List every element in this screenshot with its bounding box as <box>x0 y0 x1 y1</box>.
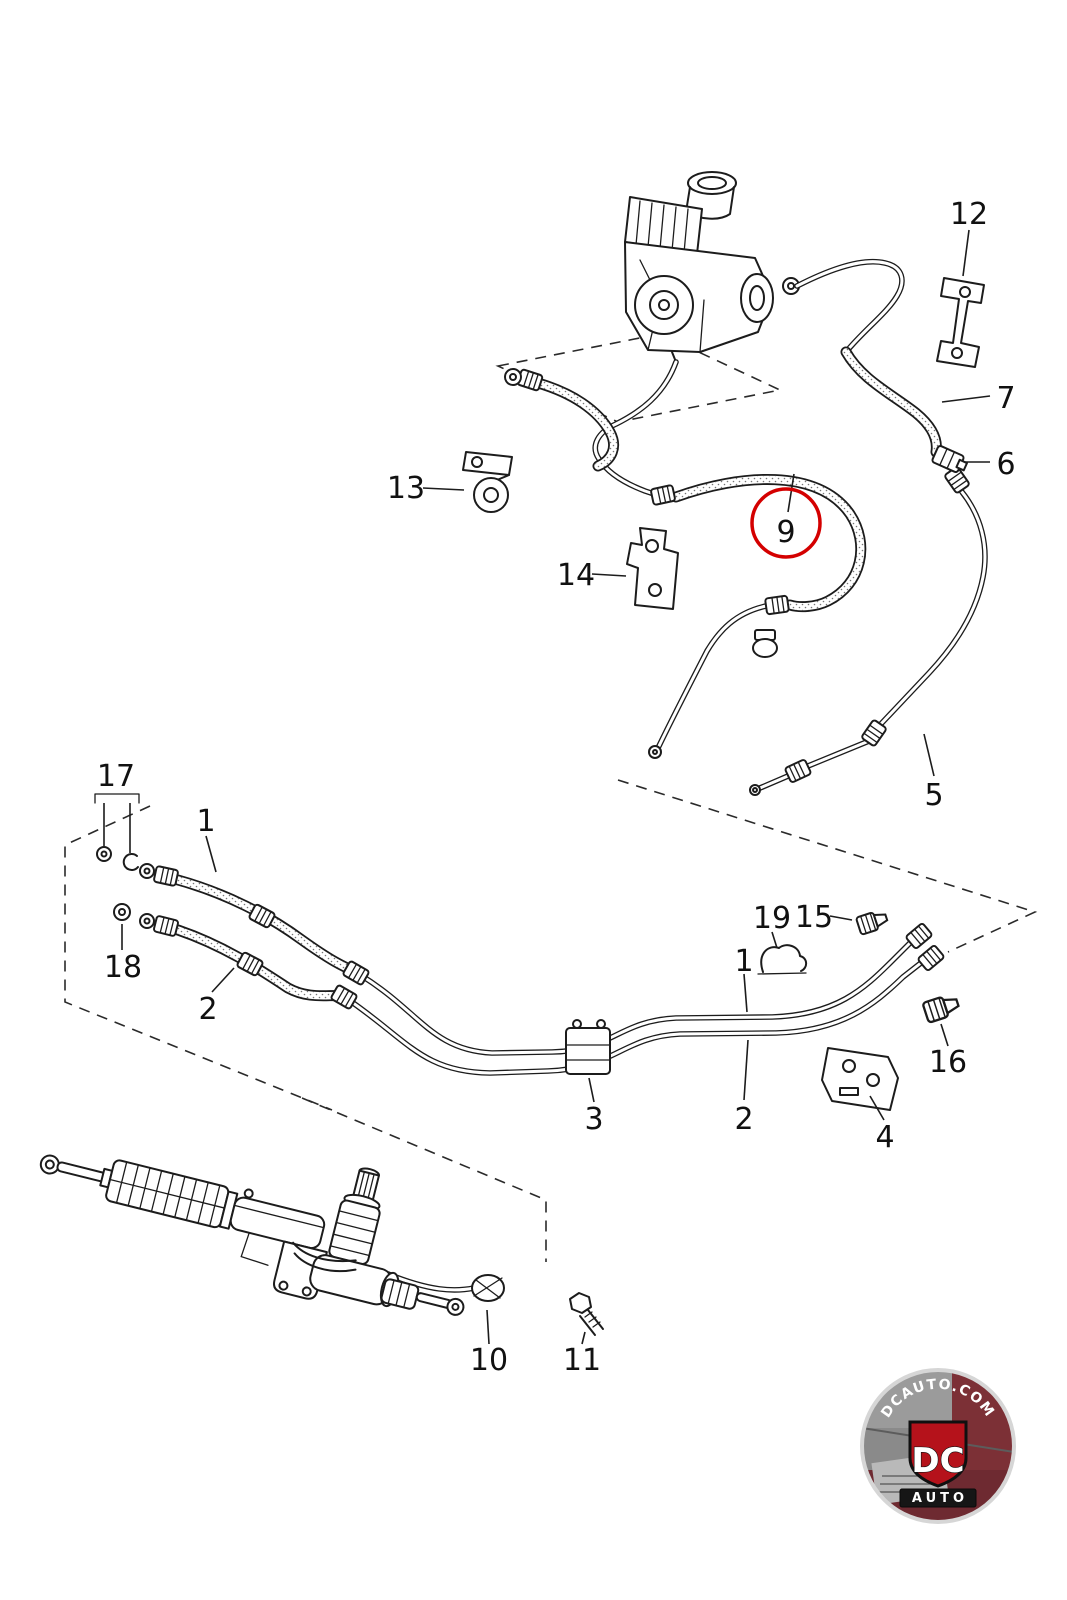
callout-17-label: 17 <box>97 759 135 794</box>
banjo-fitting <box>504 368 522 386</box>
callout-11-label: 11 <box>563 1343 601 1378</box>
hose-clamp-8 <box>752 629 778 658</box>
callout-15-label: 15 <box>795 900 833 935</box>
callout-19-label: 19 <box>753 901 791 936</box>
bracket-13 <box>462 451 513 513</box>
seal-rings-17-18 <box>94 793 140 921</box>
callout-13-label: 13 <box>387 471 425 506</box>
hose-couplers <box>139 367 971 1011</box>
dcauto-logo: DCAUTO.COM DC AUTO <box>860 1368 1016 1524</box>
bracket-4 <box>821 1047 899 1111</box>
connector-16 <box>921 991 962 1024</box>
logo-auto-band <box>899 1488 977 1508</box>
logo-ring <box>860 1368 1016 1524</box>
callout-5-label: 5 <box>924 778 943 813</box>
callout-2a-label: 2 <box>198 992 217 1027</box>
callout-7-label: 7 <box>996 381 1015 416</box>
steering-rack <box>39 1154 465 1316</box>
clamp-6 <box>931 445 968 473</box>
callout-10-label: 10 <box>470 1343 508 1378</box>
callout-9-label: 9 <box>776 515 795 550</box>
clamp-3 <box>565 1019 611 1075</box>
clip-19 <box>757 944 808 975</box>
callout-2b-label: 2 <box>734 1102 753 1137</box>
logo-brand-text: DC <box>911 1441 964 1481</box>
leader-lines <box>121 229 991 1345</box>
power-steering-pump <box>624 171 800 363</box>
bracket-12 <box>936 277 985 368</box>
bracket-14 <box>626 527 679 610</box>
logo-sub-text: AUTO <box>912 1491 968 1506</box>
logo-shield <box>908 1420 968 1488</box>
callout-6-label: 6 <box>996 447 1015 482</box>
callout-16-label: 16 <box>929 1045 967 1080</box>
highlight-circle-9 <box>750 487 822 559</box>
clip-10 <box>471 1274 505 1302</box>
callout-labels: 12 7 6 13 9 14 5 17 1 18 2 19 15 1 16 3 … <box>97 197 1016 1378</box>
callout-12-label: 12 <box>950 197 988 232</box>
callout-18-label: 18 <box>104 950 142 985</box>
callout-14-label: 14 <box>557 558 595 593</box>
connector-15 <box>854 907 891 936</box>
callout-4-label: 4 <box>875 1120 894 1155</box>
callout-1a-label: 1 <box>196 804 215 839</box>
construction-dashed-lines <box>64 333 1038 1262</box>
callout-3-label: 3 <box>584 1102 603 1137</box>
callout-1b-label: 1 <box>734 944 753 979</box>
bolt-11 <box>569 1292 604 1336</box>
